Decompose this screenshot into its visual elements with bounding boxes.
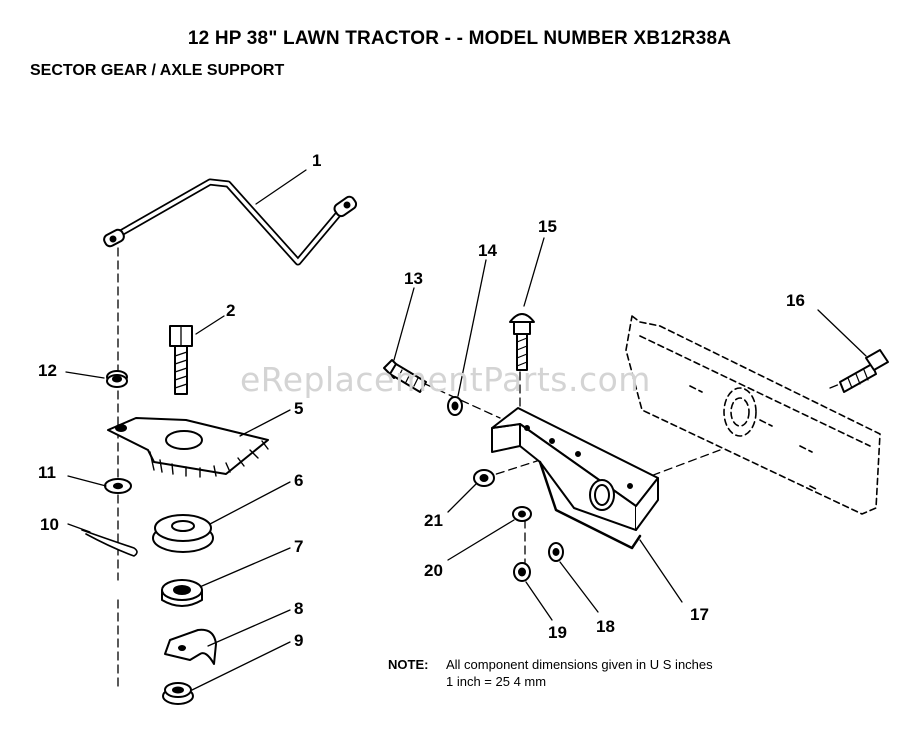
callout-19: 19 (548, 623, 567, 642)
callout-17: 17 (690, 605, 709, 624)
nut-part-20 (512, 506, 532, 522)
callout-6: 6 (294, 471, 303, 490)
leader-lines (65, 169, 867, 691)
spacer-part (152, 514, 214, 553)
callout-16: 16 (786, 291, 805, 310)
clamp-part (164, 628, 217, 665)
callout-labels: 1 2 5 6 7 8 9 10 11 12 13 14 15 16 17 18… (38, 151, 805, 650)
note-line-2: 1 inch = 25 4 mm (446, 674, 547, 689)
axle-support-bracket-part (491, 407, 659, 550)
callout-1: 1 (312, 151, 321, 170)
callout-11: 11 (38, 463, 56, 482)
nut-part-21 (473, 469, 495, 487)
callout-14: 14 (478, 241, 497, 260)
callout-5: 5 (294, 399, 303, 418)
callout-8: 8 (294, 599, 303, 618)
callout-21: 21 (424, 511, 443, 530)
dimension-note: NOTE: All component dimensions given in U… (388, 656, 713, 690)
carriage-bolt-part (509, 313, 535, 371)
bolt-part-16 (839, 349, 889, 393)
flange-nut-part (162, 682, 194, 705)
hex-nut-part (161, 579, 203, 607)
callout-18: 18 (596, 617, 615, 636)
bolt-part (169, 325, 193, 395)
callout-9: 9 (294, 631, 303, 650)
bolt-part-13 (383, 359, 427, 393)
callout-15: 15 (538, 217, 557, 236)
frame-reference (625, 315, 881, 515)
nut-part-18 (548, 542, 564, 562)
lock-nut-part (106, 370, 128, 388)
note-label: NOTE: (388, 657, 429, 672)
washer-part-14 (447, 396, 463, 416)
cotter-pin-part (81, 529, 138, 557)
callout-13: 13 (404, 269, 423, 288)
diagram-title: 12 HP 38" LAWN TRACTOR - - MODEL NUMBER … (187, 28, 732, 49)
callout-10: 10 (40, 515, 59, 534)
diagram-subtitle: SECTOR GEAR / AXLE SUPPORT (30, 62, 285, 79)
sector-gear-part (107, 417, 269, 478)
note-line-1: All component dimensions given in U S in… (446, 657, 713, 672)
callout-2: 2 (226, 301, 235, 320)
drag-link-part (103, 178, 358, 266)
callout-12: 12 (38, 361, 57, 380)
nut-part-19 (513, 562, 531, 582)
watermark: eReplacementParts.com (240, 360, 651, 399)
callout-7: 7 (294, 537, 303, 556)
callout-20: 20 (424, 561, 443, 580)
washer-part-11 (104, 478, 132, 494)
